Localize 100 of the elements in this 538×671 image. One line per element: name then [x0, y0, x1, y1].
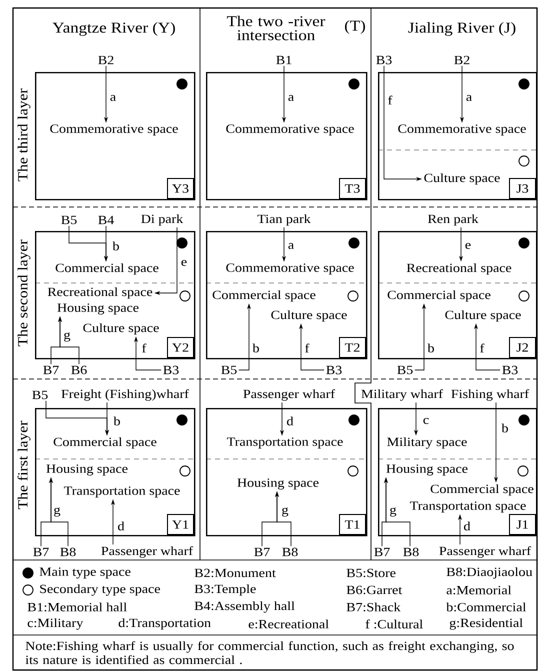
source-label: B8 — [60, 548, 76, 556]
source-label: B6 — [71, 366, 87, 374]
panel-box — [378, 408, 538, 536]
edge-label: b — [112, 416, 122, 426]
source-label: Passenger wharf — [101, 546, 194, 558]
panel-code: Y1 — [167, 514, 194, 535]
key-entry: B2:Monument — [194, 568, 276, 578]
legend-entry: Secondary type space — [40, 584, 160, 596]
edge-label: c — [422, 417, 430, 425]
source-label: Fishing wharf — [451, 389, 530, 401]
row-header: The third layer — [18, 88, 30, 182]
column-header: Yangtze River (Y) — [52, 22, 175, 36]
panel-code: J2 — [509, 337, 536, 358]
edge-label: b — [426, 342, 436, 354]
key-entry: B3:Temple — [194, 584, 256, 596]
panel-box — [206, 72, 368, 200]
key-entry: B6:Garret — [346, 586, 402, 594]
key-entry: B8:Diaojiaolou — [446, 567, 532, 579]
legend-entry: Main type space — [40, 568, 130, 578]
source-label: Tian park — [257, 214, 311, 226]
edge-label: g — [52, 506, 62, 518]
key-entry: b:Commercial — [446, 602, 526, 612]
space-label: Commercial space — [54, 437, 156, 449]
edge-label: d — [116, 520, 126, 532]
panel-code: J1 — [509, 514, 536, 535]
space-label: Recreational space — [406, 263, 512, 275]
source-label: Di park — [141, 214, 184, 226]
space-label: Culture space — [424, 173, 500, 185]
panel-box — [35, 408, 196, 536]
key-entry: g:Residential — [450, 618, 523, 630]
edge-label: f — [304, 342, 310, 354]
space-label: Recreational space — [48, 287, 152, 299]
source-label: B3 — [502, 366, 518, 374]
column-header: The two -river intersection — [226, 16, 326, 40]
row-header: The first layer — [18, 420, 30, 510]
panel-code: Y3 — [167, 178, 194, 199]
row-header: The second layer — [18, 240, 30, 346]
space-label: Commemorative space — [226, 264, 354, 274]
space-label: Transportation space — [64, 486, 180, 498]
source-label: B7 — [43, 366, 59, 374]
source-label: B3 — [326, 366, 342, 374]
space-label: Commercial space — [430, 484, 534, 496]
column-header: Jialing River (J) — [408, 22, 516, 36]
edge-label: b — [112, 240, 120, 252]
source-label: B5 — [397, 366, 413, 374]
panel-code: Y2 — [167, 337, 194, 358]
edge-label: f — [140, 342, 148, 354]
source-label: Freight (Fishing)wharf — [61, 389, 189, 401]
space-label: Culture space — [83, 323, 159, 335]
panel-box — [206, 408, 368, 536]
key-entry: e:Recreational — [248, 620, 329, 628]
source-label: B7 — [254, 548, 270, 556]
source-label: B8 — [282, 548, 298, 556]
source-label: B5 — [221, 366, 237, 374]
source-label: B2 — [98, 56, 114, 64]
space-label: Military space — [387, 437, 467, 449]
source-label: Passenger wharf — [439, 546, 532, 558]
edge-label: g — [280, 506, 290, 518]
source-label: B5 — [32, 390, 48, 400]
edge-label: g — [62, 332, 72, 342]
column-header: (T) — [345, 20, 365, 34]
key-entry: B5:Store — [346, 568, 396, 578]
key-entry: d:Transportation — [118, 618, 211, 630]
source-label: Passenger wharf — [243, 389, 336, 401]
note-text: Note:Fishing wharf is usually for commercial function, such as freight exchanging, so its nature is identified as commercial . — [26, 641, 514, 664]
source-label: B5 — [61, 216, 77, 224]
space-label: Transportation space — [227, 438, 343, 448]
source-label: B4 — [98, 216, 114, 224]
space-label: Housing space — [386, 464, 468, 476]
space-label: Housing space — [46, 464, 128, 476]
source-label: B7 — [374, 548, 390, 556]
space-label: Commercial space — [56, 263, 158, 275]
space-label: Culture space — [271, 310, 347, 322]
panel-box — [378, 72, 538, 200]
source-label: Military wharf — [361, 389, 444, 401]
panel-box — [378, 231, 538, 360]
panel-code: J3 — [509, 178, 536, 199]
edge-label: b — [252, 342, 260, 354]
source-label: B3 — [163, 366, 179, 374]
space-label: Commercial space — [388, 290, 490, 302]
edge-label: e — [464, 242, 472, 250]
key-entry: B7:Shack — [346, 602, 401, 612]
edge-label: e — [180, 259, 188, 267]
panel-code: T1 — [339, 514, 366, 535]
edge-label: b — [500, 422, 510, 434]
source-label: B1 — [276, 56, 292, 64]
edge-label: a — [287, 94, 295, 102]
panel-box — [206, 231, 368, 360]
edge-label: a — [287, 242, 295, 250]
key-entry: c:Military — [28, 618, 84, 630]
edge-label: d — [286, 416, 294, 426]
edge-label: d — [462, 520, 472, 532]
source-label: B3 — [376, 56, 392, 64]
panel-code: T2 — [339, 337, 366, 358]
key-entry: a:Memorial — [446, 586, 512, 594]
panel-code: T3 — [339, 178, 366, 199]
space-label: Commemorative space — [50, 124, 178, 136]
panel-box — [35, 231, 196, 360]
key-entry: B1:Memorial hall — [28, 602, 127, 612]
edge-label: f — [386, 94, 394, 106]
